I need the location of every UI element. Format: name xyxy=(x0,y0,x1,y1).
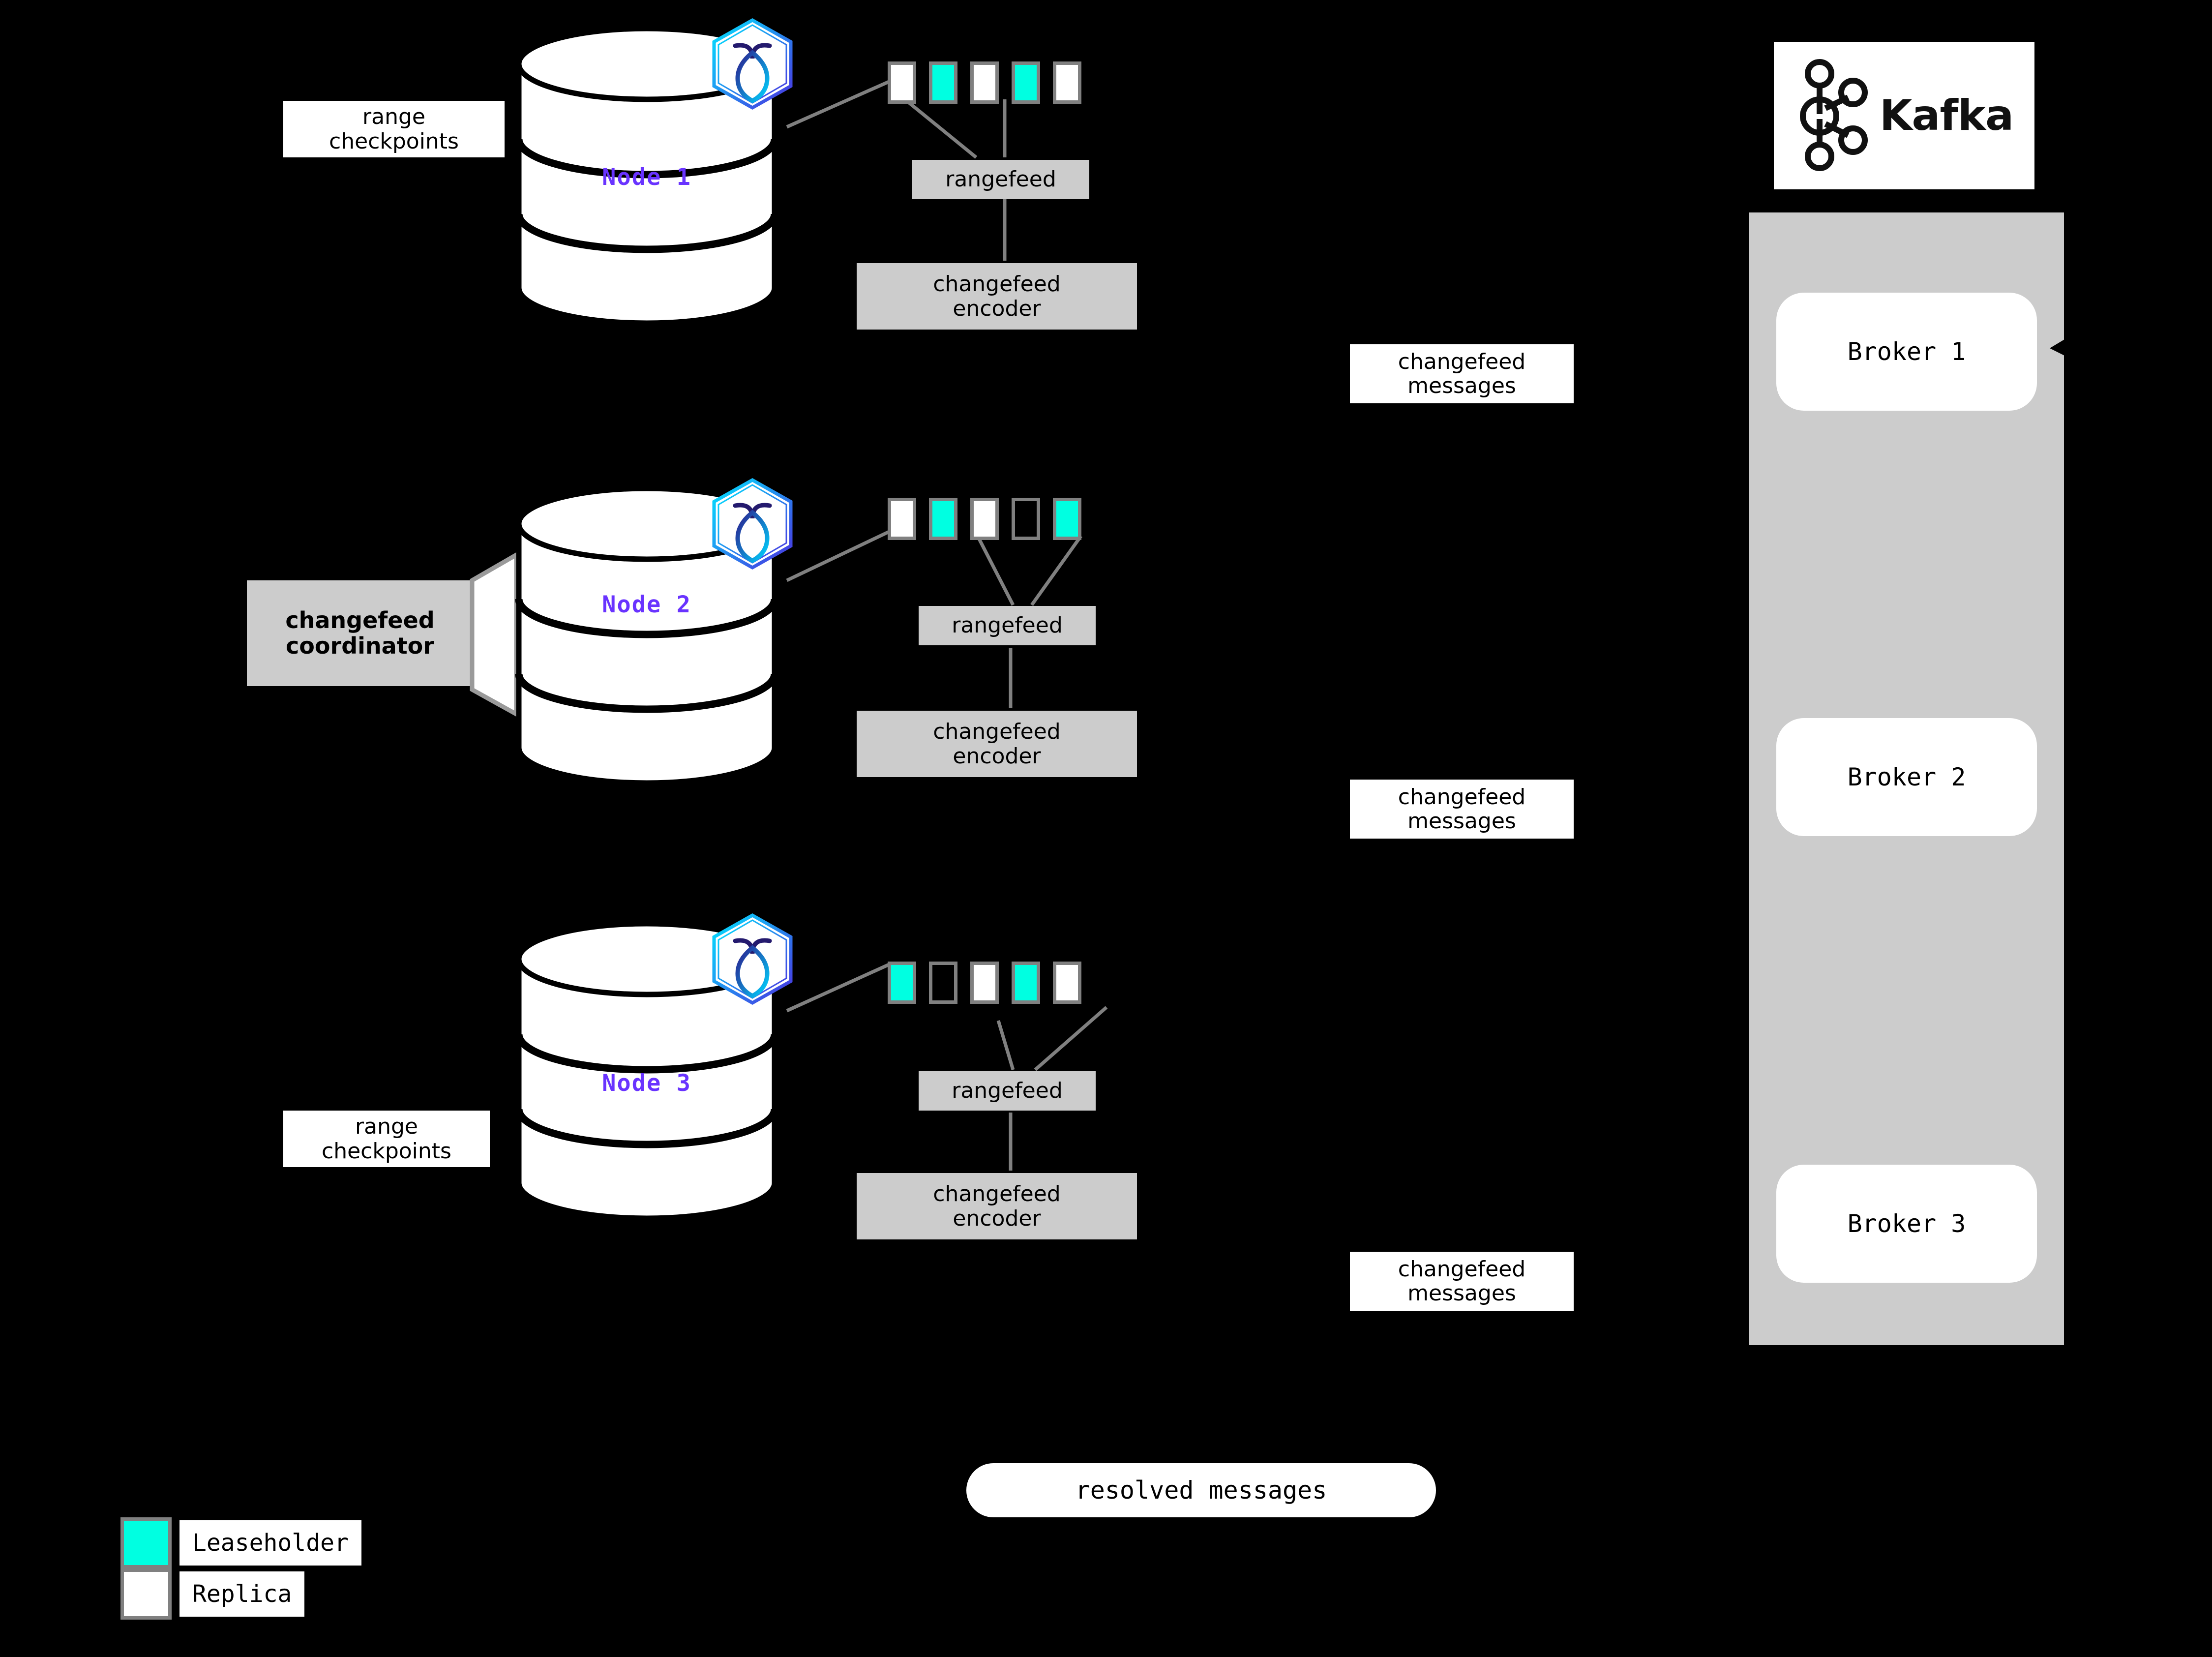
node-2-ranges xyxy=(888,498,1094,540)
kafka-broker-2[interactable]: Broker 2 xyxy=(1776,718,2037,836)
node-2-rangefeed[interactable]: rangefeed xyxy=(919,606,1096,645)
legend: Leaseholder Replica xyxy=(120,1517,425,1630)
range-block xyxy=(970,498,999,540)
range-block xyxy=(1012,498,1040,540)
node-3-side-note: range checkpoints xyxy=(283,1111,490,1167)
range-block xyxy=(1053,498,1081,540)
range-block xyxy=(970,61,999,104)
node-3-ranges xyxy=(888,962,1094,1004)
cockroachdb-hex-icon xyxy=(708,477,797,571)
node-1-ranges xyxy=(888,61,1094,104)
node-2-changefeed-encoder[interactable]: changefeed encoder xyxy=(857,711,1137,777)
kafka-broker-3[interactable]: Broker 3 xyxy=(1776,1165,2037,1283)
range-block xyxy=(1053,61,1081,104)
node-1-changefeed-messages: changefeed messages xyxy=(1350,344,1574,403)
range-block xyxy=(929,498,957,540)
resolved-messages-pill: resolved messages xyxy=(966,1463,1436,1517)
legend-swatch-leaseholder xyxy=(120,1517,172,1568)
node-3-cylinder: Node 3 xyxy=(515,921,778,1222)
range-block xyxy=(970,962,999,1004)
legend-label-replica: Replica xyxy=(179,1571,305,1617)
range-block xyxy=(1012,962,1040,1004)
cockroachdb-hex-icon xyxy=(708,912,797,1006)
node-1-label: Node 1 xyxy=(602,164,691,191)
range-block xyxy=(888,498,916,540)
node-2-label: Node 2 xyxy=(602,591,691,618)
node-1-cylinder: Node 1 xyxy=(515,26,778,327)
kafka-logo: Kafka xyxy=(1774,42,2034,189)
legend-item-replica: Replica xyxy=(120,1568,305,1620)
node-3-rangefeed[interactable]: rangefeed xyxy=(919,1071,1096,1111)
cockroachdb-hex-icon xyxy=(708,17,797,111)
legend-swatch-replica xyxy=(120,1568,172,1620)
node-3-changefeed-messages: changefeed messages xyxy=(1350,1252,1574,1311)
range-block xyxy=(1053,962,1081,1004)
node-1-side-note: range checkpoints xyxy=(283,101,505,157)
broker-panel-arrow-notch xyxy=(2050,336,2069,358)
range-block xyxy=(888,61,916,104)
legend-label-leaseholder: Leaseholder xyxy=(179,1520,361,1566)
node-2-cylinder: Node 2 xyxy=(515,485,778,787)
range-block xyxy=(929,61,957,104)
node-3-label: Node 3 xyxy=(602,1070,691,1097)
range-block xyxy=(929,962,957,1004)
kafka-broker-1[interactable]: Broker 1 xyxy=(1776,293,2037,411)
node-1-rangefeed[interactable]: rangefeed xyxy=(912,160,1089,199)
node-3-changefeed-encoder[interactable]: changefeed encoder xyxy=(857,1173,1137,1239)
kafka-logo-icon xyxy=(1799,59,1868,171)
legend-item-leaseholder: Leaseholder xyxy=(120,1517,361,1568)
range-block xyxy=(1012,61,1040,104)
node-2-changefeed-messages: changefeed messages xyxy=(1350,780,1574,839)
node-2-coordinator-box[interactable]: changefeed coordinator xyxy=(247,580,473,686)
kafka-wordmark: Kafka xyxy=(1879,91,2014,140)
node-1-changefeed-encoder[interactable]: changefeed encoder xyxy=(857,263,1137,330)
range-block xyxy=(888,962,916,1004)
